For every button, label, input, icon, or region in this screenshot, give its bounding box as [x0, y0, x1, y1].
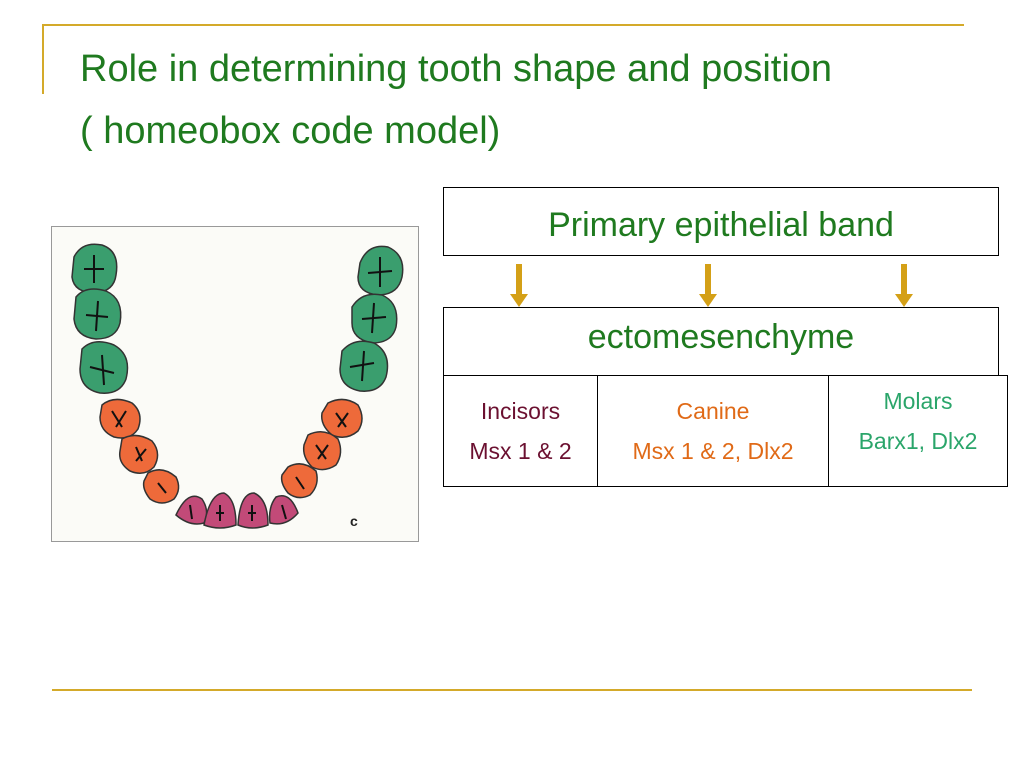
down-arrow-icon	[895, 264, 913, 307]
slide-title-line2: ( homeobox code model)	[80, 110, 501, 152]
molars-label: Molars	[883, 388, 953, 414]
figure-corner-label: c	[350, 513, 358, 529]
primary-epithelial-band-label: Primary epithelial band	[548, 206, 894, 244]
canine-genes: Msx 1 & 2, Dlx2	[632, 438, 794, 464]
incisors-label: Incisors	[480, 398, 561, 424]
dental-arch-figure: c	[51, 226, 419, 542]
left-border-rule	[42, 24, 44, 94]
incisors-cell: Incisors Msx 1 & 2	[443, 375, 598, 487]
slide-title: Role in determining tooth shape and posi…	[80, 38, 832, 162]
bottom-border-rule	[52, 689, 972, 691]
canine-label: Canine	[676, 398, 750, 424]
down-arrow-icon	[510, 264, 528, 307]
slide-title-line1: Role in determining tooth shape and posi…	[80, 48, 833, 90]
tooth-right-premolar-1	[302, 431, 342, 471]
incisors-genes: Msx 1 & 2	[469, 438, 572, 464]
primary-epithelial-band-box: Primary epithelial band	[443, 187, 999, 256]
ectomesenchyme-box: ectomesenchyme	[443, 307, 999, 376]
ectomesenchyme-label: ectomesenchyme	[587, 318, 855, 356]
molars-genes: Barx1, Dlx2	[858, 428, 978, 454]
top-border-rule	[42, 24, 964, 26]
down-arrow-icon	[699, 264, 717, 307]
molars-cell: Molars Barx1, Dlx2	[828, 375, 1008, 487]
tooth-right-premolar-2	[320, 398, 363, 438]
dental-arch-illustration	[71, 243, 404, 529]
canine-cell: Canine Msx 1 & 2, Dlx2	[597, 375, 829, 487]
